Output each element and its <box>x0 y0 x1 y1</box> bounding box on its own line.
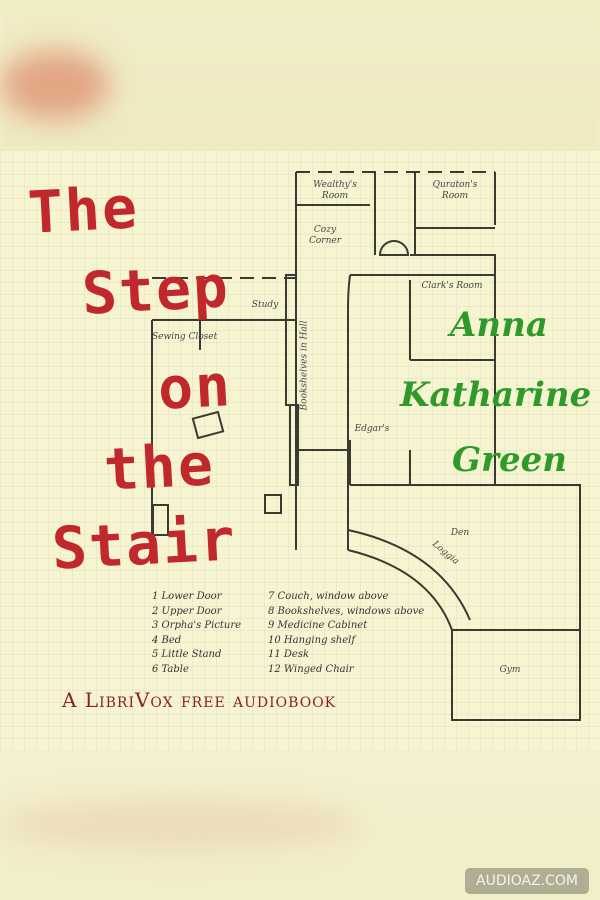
title-word: on <box>156 351 234 423</box>
room-label: Den <box>450 528 470 538</box>
legend-right: 7 Couch, window above 8 Bookshelves, win… <box>268 590 424 677</box>
title-word: The <box>26 173 141 247</box>
legend-item: 7 Couch, window above <box>268 591 389 602</box>
floor-plan-drawing <box>151 171 581 721</box>
author-line: Katharine <box>400 375 592 415</box>
room-label: Gym <box>499 665 521 675</box>
room-label: Clark's Room <box>421 281 483 291</box>
title-word: the <box>102 430 217 504</box>
book-cover: Wealthy's Room Quraton's Room Cozy Corne… <box>0 150 600 750</box>
title-word: Step <box>80 252 232 328</box>
legend-item: 12 Winged Chair <box>268 663 354 675</box>
room-label: Wealthy's Room <box>313 180 357 201</box>
legend-item: 6 Table <box>152 663 189 675</box>
legend-left: 1 Lower Door 2 Upper Door 3 Orpha's Pict… <box>152 590 241 677</box>
legend-item: 1 Lower Door <box>152 591 222 602</box>
legend-item: 3 Orpha's Picture <box>152 620 242 631</box>
room-label: Sewing Closet <box>152 332 218 342</box>
title-word: Stair <box>50 505 239 583</box>
room-label: Quraton's Room <box>432 180 478 201</box>
blurred-red-shape <box>0 50 110 120</box>
librivox-tagline: A LibriVox free audiobook <box>62 688 337 712</box>
room-label: Study <box>251 300 279 310</box>
legend-item: 9 Medicine Cabinet <box>268 620 368 631</box>
legend-item: 2 Upper Door <box>152 605 222 617</box>
author-line: Green <box>452 440 567 480</box>
legend-item: 5 Little Stand <box>152 649 222 660</box>
room-label: Cozy Corner <box>308 225 342 246</box>
room-label: Edgar's <box>354 424 390 434</box>
author-line: Anna <box>450 305 548 345</box>
watermark: AUDIOAZ.COM <box>465 868 589 894</box>
blurred-shape <box>0 800 360 850</box>
legend-item: 4 Bed <box>152 634 182 646</box>
legend-item: 8 Bookshelves, windows above <box>268 605 425 617</box>
room-label: Bookshelves in Hall <box>299 320 310 411</box>
legend-item: 11 Desk <box>268 649 310 660</box>
legend-item: 10 Hanging shelf <box>268 634 356 646</box>
